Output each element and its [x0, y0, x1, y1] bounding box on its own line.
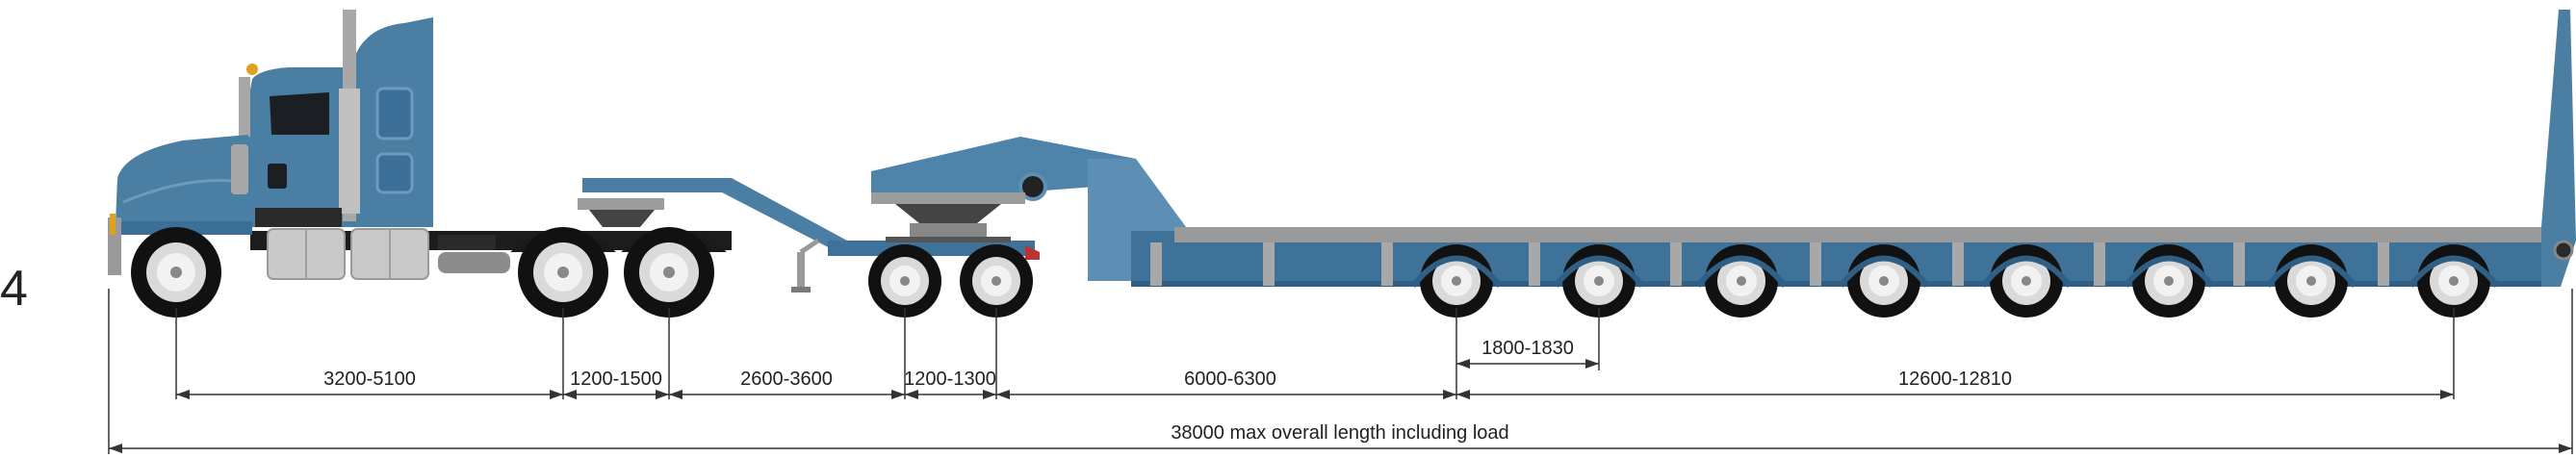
- wheel: [131, 227, 221, 318]
- dim-label-axle-spacing: 1800-1830: [1481, 338, 1574, 359]
- wheel: [868, 244, 941, 318]
- wheel: [1420, 244, 1493, 318]
- dimension-arrows: [109, 359, 2572, 453]
- gooseneck-top: [871, 137, 1146, 192]
- wheel: [2417, 244, 2490, 318]
- dim-label-tractor-wheelbase: 3200-5100: [323, 369, 416, 390]
- cab-window: [270, 92, 329, 135]
- wheel: [2275, 244, 2348, 318]
- dolly-fifth-wheel-plate: [871, 192, 1025, 204]
- wheel: [1990, 244, 2063, 318]
- dim-label-drawbar: 2600-3600: [740, 369, 833, 390]
- lowboy-trailer: [871, 10, 2576, 287]
- dim-label-trailer-axle-group: 12600-12810: [1898, 369, 2012, 390]
- row-number-label: 4: [0, 261, 28, 317]
- dim-label-tractor-tandem: 1200-1500: [570, 369, 662, 390]
- dimension-labels: 3200-5100 1200-1500 2600-3600 1200-1300 …: [323, 338, 2012, 444]
- deck-rail-top: [1174, 227, 2541, 242]
- wheel: [1562, 244, 1636, 318]
- wheel: [2132, 244, 2205, 318]
- dim-label-gooseneck: 6000-6300: [1184, 369, 1276, 390]
- wheel: [960, 244, 1033, 318]
- hood: [116, 135, 252, 223]
- dim-label-overall-length: 38000 max overall length including load: [1171, 422, 1508, 444]
- deck-bottom-edge: [1131, 281, 2541, 287]
- wheels: [131, 227, 2500, 318]
- dim-label-dolly-tandem: 1200-1300: [904, 369, 996, 390]
- wheel: [518, 227, 608, 318]
- rear-ramp: [2541, 10, 2576, 287]
- wheel: [1847, 244, 1920, 318]
- tractor-unit: [108, 10, 732, 280]
- jeep-dolly: [582, 178, 1040, 293]
- rear-light: [2553, 240, 2574, 261]
- wheel: [624, 227, 714, 318]
- dolly-neck: [582, 178, 963, 252]
- wheel: [1705, 244, 1778, 318]
